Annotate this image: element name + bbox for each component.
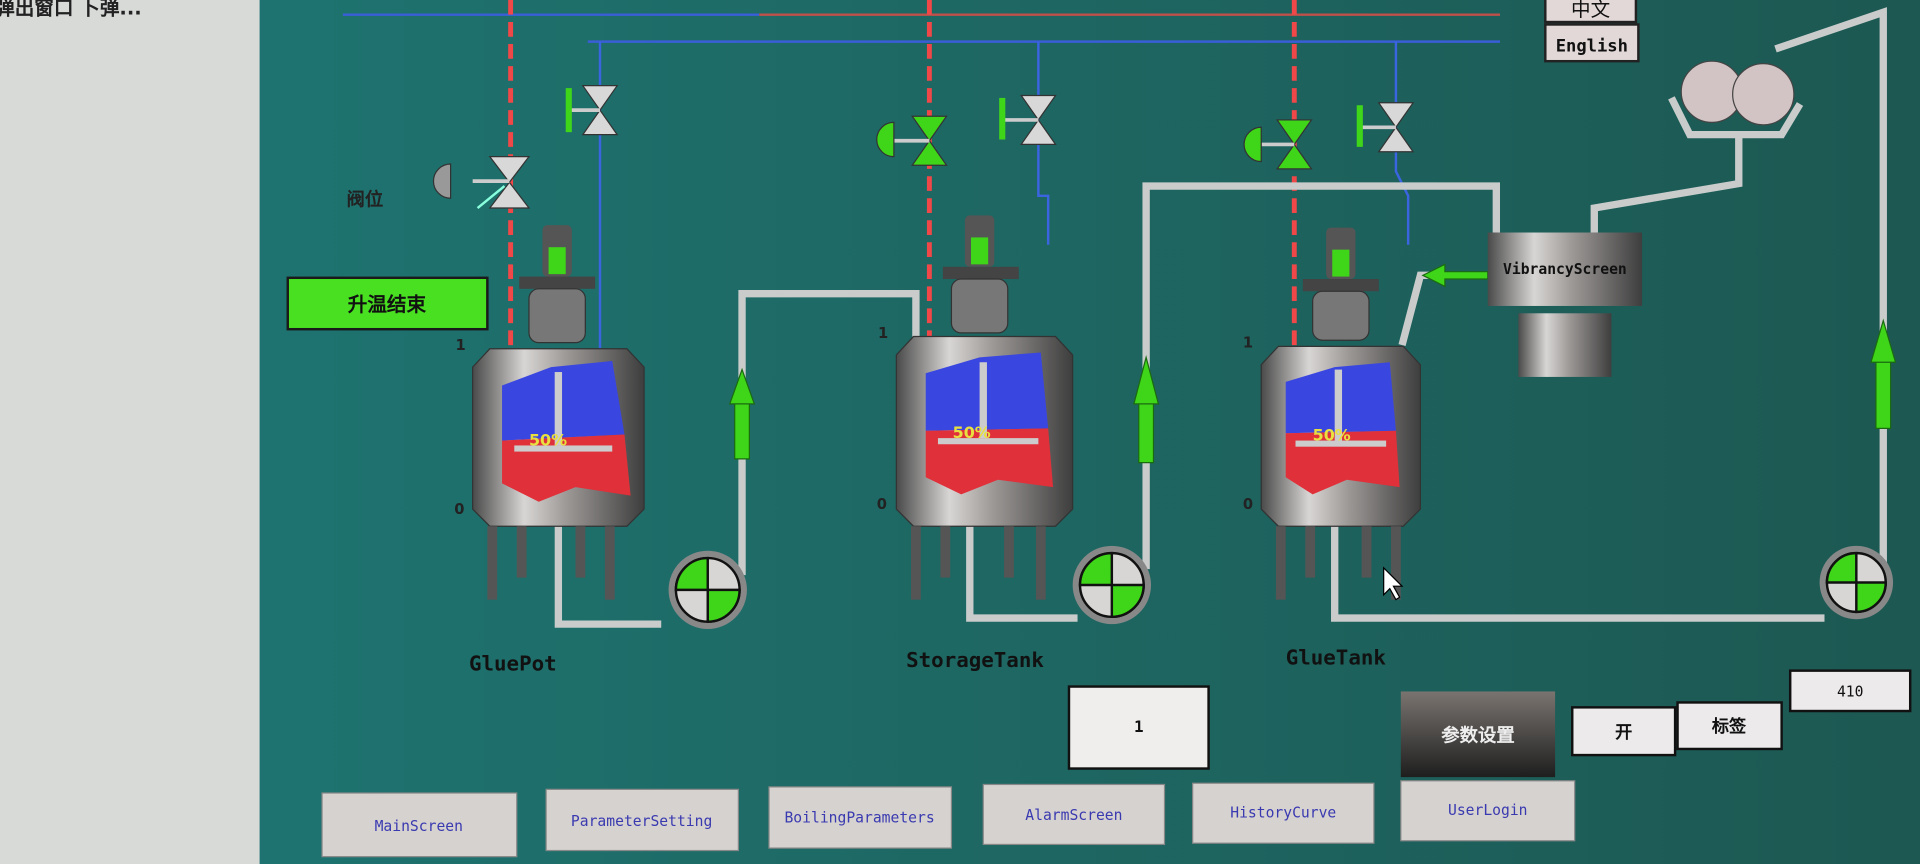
svg-text:MainScreen: MainScreen xyxy=(375,818,463,835)
scale-max: 1 xyxy=(1243,335,1253,352)
pump-gluepot[interactable] xyxy=(668,550,747,630)
label-button[interactable]: 标签 xyxy=(1676,701,1783,751)
nav-alarm-screen[interactable]: AlarmScreen xyxy=(982,783,1166,846)
flow-arrows xyxy=(728,263,1897,464)
water-valve-storagetank[interactable] xyxy=(999,94,1057,146)
water-valve-gluepot[interactable] xyxy=(565,85,619,136)
nav-history-curve[interactable]: HistoryCurve xyxy=(1192,782,1375,844)
svg-text:AlarmScreen: AlarmScreen xyxy=(1025,807,1122,824)
tank-label-storagetank: StorageTank xyxy=(906,648,1044,672)
open-button[interactable]: 开 xyxy=(1571,706,1677,757)
nav-main-screen[interactable]: MainScreen xyxy=(321,792,518,858)
svg-text:410: 410 xyxy=(1837,683,1864,700)
nav-user-login[interactable]: UserLogin xyxy=(1400,780,1576,842)
english-language-button[interactable]: English xyxy=(1544,23,1640,63)
svg-text:VibrancyScreen: VibrancyScreen xyxy=(1503,261,1627,278)
tank-label-gluetank: GlueTank xyxy=(1286,646,1387,670)
tank-label-gluepot: GluePot xyxy=(469,652,557,676)
value-input-box[interactable]: 1 xyxy=(1067,685,1210,770)
svg-text:50%: 50% xyxy=(1313,426,1351,445)
steam-valve-gluepot[interactable] xyxy=(432,156,531,209)
side-panel xyxy=(0,0,260,864)
scale-min: 0 xyxy=(877,496,887,513)
chinese-language-button[interactable]: 中文 xyxy=(1544,0,1638,24)
svg-text:BoilingParameters: BoilingParameters xyxy=(784,809,934,826)
svg-text:50%: 50% xyxy=(953,423,991,442)
pump-gluetank[interactable] xyxy=(1819,545,1894,620)
svg-text:中文: 中文 xyxy=(1571,0,1610,21)
nav-parameter-setting[interactable]: ParameterSetting xyxy=(545,788,739,852)
svg-text:English: English xyxy=(1556,36,1628,56)
heating-finished-button[interactable]: 升温结束 xyxy=(286,276,489,331)
svg-text:50%: 50% xyxy=(529,430,567,449)
steam-valve-gluetank[interactable] xyxy=(1243,119,1313,170)
scale-max: 1 xyxy=(456,337,466,354)
steam-valve-storagetank[interactable] xyxy=(876,115,948,166)
svg-text:UserLogin: UserLogin xyxy=(1448,802,1528,819)
svg-text:开: 开 xyxy=(1615,723,1632,743)
pump-storagetank[interactable] xyxy=(1072,545,1152,625)
valve-position-label: 阀位 xyxy=(347,189,384,211)
popup-window-text: 弹出窗口 卜弹... xyxy=(0,0,142,20)
svg-text:标签: 标签 xyxy=(1712,716,1747,737)
svg-text:ParameterSetting: ParameterSetting xyxy=(571,813,712,830)
svg-text:HistoryCurve: HistoryCurve xyxy=(1230,804,1336,821)
tank-storagetank[interactable]: 50% xyxy=(895,215,1074,600)
numeric-display: 410 xyxy=(1788,669,1912,713)
rollers xyxy=(1680,60,1795,126)
scale-min: 0 xyxy=(1243,496,1253,513)
parameter-settings-button[interactable]: 参数设置 xyxy=(1400,691,1556,778)
svg-text:参数设置: 参数设置 xyxy=(1441,725,1514,747)
water-valve-gluetank[interactable] xyxy=(1356,102,1415,153)
tank-gluetank[interactable]: 50% xyxy=(1260,227,1422,600)
tank-gluepot[interactable]: 50% xyxy=(472,225,645,600)
svg-text:升温结束: 升温结束 xyxy=(348,293,427,316)
svg-text:1: 1 xyxy=(1134,717,1144,736)
vibrancy-screen[interactable]: VibrancyScreen xyxy=(1487,232,1643,377)
scale-max: 1 xyxy=(878,325,888,342)
mouse-cursor-icon xyxy=(1383,566,1404,601)
nav-boiling-parameters[interactable]: BoilingParameters xyxy=(768,786,953,849)
scale-min: 0 xyxy=(454,501,464,518)
